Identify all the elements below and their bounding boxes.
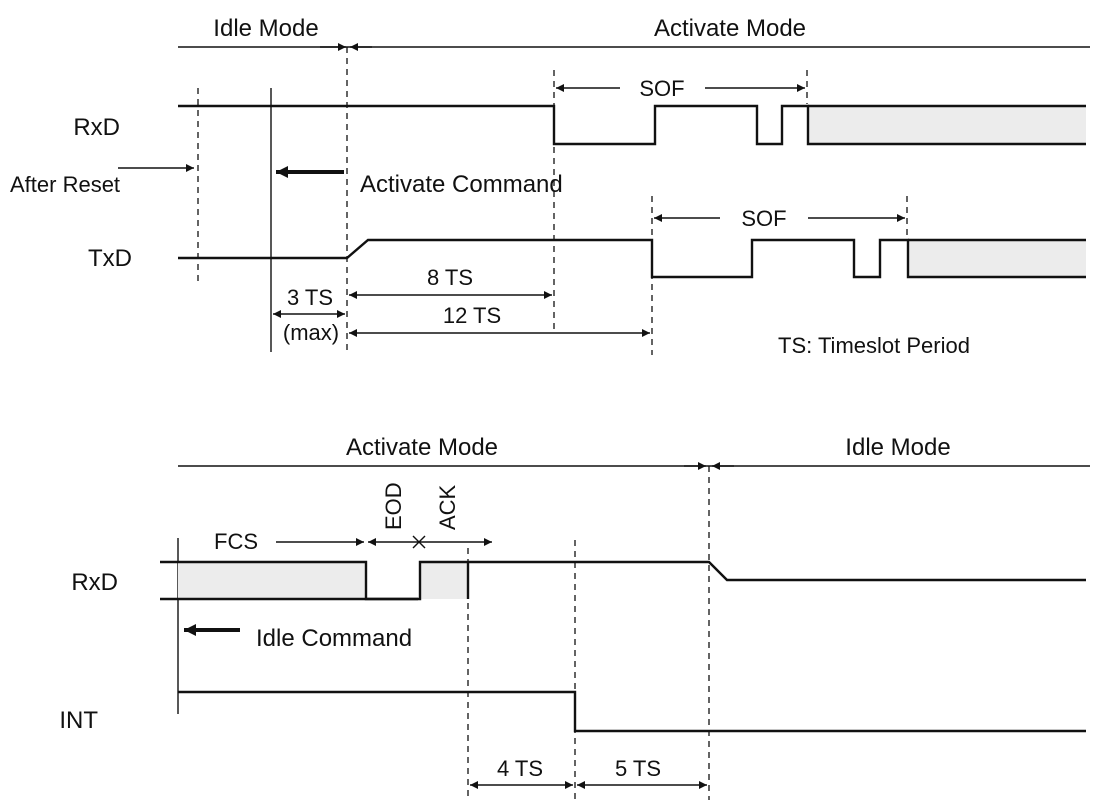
upper-sof-rxd-label: SOF <box>639 76 684 101</box>
upper-txd-data-area <box>908 240 1086 277</box>
span-5ts-label: 5 TS <box>615 756 661 781</box>
span-3ts-label: 3 TS <box>287 285 333 310</box>
lower-rxd-waveform <box>160 560 1086 601</box>
lower-idle-mode-label: Idle Mode <box>845 434 950 461</box>
span-3ts-max-label: (max) <box>283 320 339 345</box>
lower-ack-label: ACK <box>435 484 460 530</box>
span-4ts-label: 4 TS <box>497 756 543 781</box>
upper-diagram: Idle Mode Activate Mode RxD TxD SOF SOF <box>10 15 1090 358</box>
upper-txd-waveform <box>178 238 1086 279</box>
upper-rxd-label: RxD <box>73 114 120 141</box>
activate-command-label: Activate Command <box>360 171 563 198</box>
lower-fcs-label: FCS <box>214 529 258 554</box>
upper-rxd-data-area <box>808 106 1086 144</box>
span-8ts-label: 8 TS <box>427 265 473 290</box>
upper-txd-label: TxD <box>88 245 132 272</box>
span-12ts-label: 12 TS <box>443 303 501 328</box>
ts-note: TS: Timeslot Period <box>778 333 970 358</box>
lower-activate-mode-label: Activate Mode <box>346 434 498 461</box>
lower-rxd-label: RxD <box>71 569 118 596</box>
after-reset-label: After Reset <box>10 172 120 197</box>
upper-rxd-waveform <box>178 104 1086 146</box>
upper-activate-mode-label: Activate Mode <box>654 15 806 42</box>
lower-eod-label: EOD <box>381 482 406 530</box>
lower-int-label: INT <box>59 707 98 734</box>
lower-rxd-fcs-area <box>178 562 366 599</box>
upper-idle-mode-label: Idle Mode <box>213 15 318 42</box>
upper-sof-txd-label: SOF <box>741 206 786 231</box>
lower-eod-ack-mark-b <box>412 535 426 549</box>
lower-rxd-ack-area <box>420 562 468 599</box>
idle-command-label: Idle Command <box>256 625 412 652</box>
lower-diagram: Activate Mode Idle Mode RxD INT FCS EOD … <box>59 434 1090 800</box>
lower-int-waveform <box>178 690 1086 733</box>
